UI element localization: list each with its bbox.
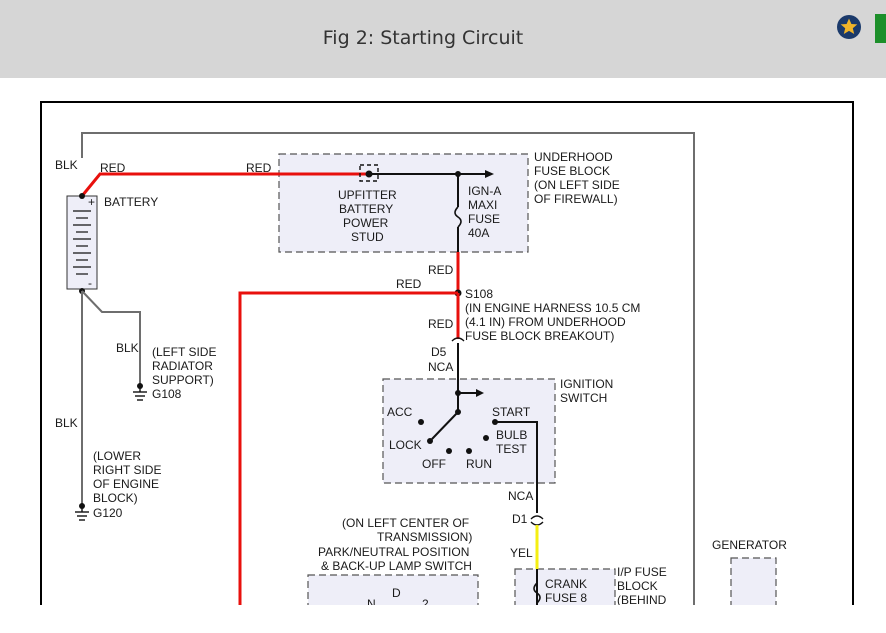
crank-fuse-icon	[533, 582, 541, 604]
off-contact	[446, 448, 452, 454]
fuse-label-1: IGN-A	[468, 184, 501, 198]
fuse-block-title-2: FUSE BLOCK	[534, 164, 610, 178]
pnp-title-2: & BACK-UP LAMP SWITCH	[321, 559, 472, 573]
lock-contact	[427, 438, 433, 444]
star-icon[interactable]	[836, 14, 862, 40]
pnp-num: 2	[422, 597, 429, 605]
fuse-label-2: MAXI	[468, 198, 497, 212]
wire-label-yel: YEL	[510, 546, 533, 560]
fuse-label-4: 40A	[468, 226, 489, 240]
g120-desc-4: BLOCK)	[93, 491, 138, 505]
fuse-block-title-3: (ON LEFT SIDE	[534, 178, 620, 192]
g108-desc-1: (LEFT SIDE	[152, 345, 216, 359]
connector-d1: D1	[512, 512, 528, 526]
wire-label-blk-g108: BLK	[116, 341, 139, 355]
stud-bracket	[359, 164, 379, 182]
d1-connector-icon	[530, 515, 544, 520]
ground-g108-wire	[81, 290, 141, 386]
diagram-canvas: BLK RED RED + - BATTERY UNDERHOOD FUSE B…	[55, 132, 787, 605]
g108-desc-2: RADIATOR	[152, 359, 213, 373]
pnp-switch-box	[307, 574, 479, 605]
acc-contact	[418, 419, 424, 425]
battery-red-wire	[80, 172, 372, 197]
ignition-run: RUN	[466, 457, 492, 471]
ip-fuse-title-2: BLOCK	[617, 579, 658, 593]
ign-switch-arm	[431, 411, 459, 440]
ignition-bulb: BULB	[496, 428, 527, 442]
ignition-title-2: SWITCH	[560, 391, 607, 405]
splice-desc-1: (IN ENGINE HARNESS 10.5 CM	[465, 301, 640, 315]
stud-label-4: STUD	[351, 230, 384, 244]
wire-label-red-stud: RED	[246, 161, 272, 175]
wire-label-blk-g120: BLK	[55, 416, 78, 430]
g120-id: G120	[93, 506, 123, 520]
wire-label-red-fuse-out: RED	[428, 263, 454, 277]
crank-fuse-label-1: CRANK	[545, 577, 587, 591]
wire-label-blk-top: BLK	[55, 158, 78, 172]
d5-connector-icon	[451, 337, 465, 342]
generator-box	[730, 557, 777, 605]
battery-positive-node	[79, 193, 85, 199]
splice-desc-2: (4.1 IN) FROM UNDERHOOD	[465, 315, 626, 329]
ip-fuse-title-3: (BEHIND	[617, 593, 667, 605]
g108-id: G108	[152, 387, 182, 401]
pnp-d-label: D	[392, 586, 401, 600]
ign-arrow-icon	[476, 389, 484, 397]
crank-fuse-label-2: FUSE 8	[545, 591, 587, 605]
generator-title: GENERATOR	[712, 538, 787, 552]
run-contact	[466, 448, 472, 454]
fuse-block-title-1: UNDERHOOD	[534, 150, 613, 164]
bus-arrow-icon	[485, 170, 494, 178]
stud-label-3: POWER	[343, 216, 389, 230]
wire-label-red-d5: RED	[428, 317, 454, 331]
fuse-icon	[454, 206, 462, 228]
ip-fuse-title-1: I/P FUSE	[617, 565, 667, 579]
ignition-start: START	[492, 405, 531, 419]
green-tab-button[interactable]	[875, 14, 886, 43]
title-bar: Fig 2: Starting Circuit	[0, 0, 886, 78]
ignition-test: TEST	[496, 442, 527, 456]
g120-desc-3: OF ENGINE	[93, 477, 159, 491]
stud-node	[365, 170, 373, 178]
splice-id: S108	[465, 287, 493, 301]
wire-label-nca-out: NCA	[508, 489, 533, 503]
ignition-off: OFF	[422, 457, 446, 471]
wiring-diagram: BLK RED RED + - BATTERY UNDERHOOD FUSE B…	[40, 101, 854, 605]
ignition-lock: LOCK	[389, 438, 422, 452]
ignition-switch-box	[382, 378, 556, 484]
ip-fuse-block-box	[514, 568, 616, 605]
g120-desc-1: (LOWER	[93, 449, 141, 463]
pnp-title-1: PARK/NEUTRAL POSITION	[318, 545, 469, 559]
bulb-test-contact	[483, 435, 489, 441]
start-output-wire	[495, 421, 538, 513]
battery-plus: +	[88, 195, 95, 209]
wire-label-red-left: RED	[396, 277, 422, 291]
splice-desc-3: FUSE BLOCK BREAKOUT)	[465, 329, 614, 343]
d1-connector-lower-icon	[530, 521, 544, 526]
ignition-title-1: IGNITION	[560, 377, 613, 391]
fuse-block-title-4: OF FIREWALL)	[534, 192, 618, 206]
g120-desc-2: RIGHT SIDE	[93, 463, 161, 477]
page-title: Fig 2: Starting Circuit	[322, 27, 524, 49]
stud-label-1: UPFITTER	[338, 188, 397, 202]
left-red-wire	[238, 291, 458, 605]
wire-label-red-battery: RED	[100, 161, 126, 175]
underhood-fuse-block	[278, 153, 529, 253]
pnp-location-1: (ON LEFT CENTER OF	[342, 516, 469, 530]
top-frame-wire	[81, 132, 695, 605]
battery-label: BATTERY	[104, 195, 158, 209]
wire-label-nca-in: NCA	[428, 360, 453, 374]
pnp-n-label: N	[367, 597, 376, 605]
pnp-location-2: TRANSMISSION)	[377, 530, 472, 544]
battery-icon	[66, 195, 98, 290]
stud-label-2: BATTERY	[339, 202, 393, 216]
g108-desc-3: SUPPORT)	[152, 373, 214, 387]
connector-d5: D5	[431, 345, 447, 359]
ignition-acc: ACC	[387, 405, 413, 419]
fuse-label-3: FUSE	[468, 212, 500, 226]
battery-minus: -	[88, 276, 92, 290]
